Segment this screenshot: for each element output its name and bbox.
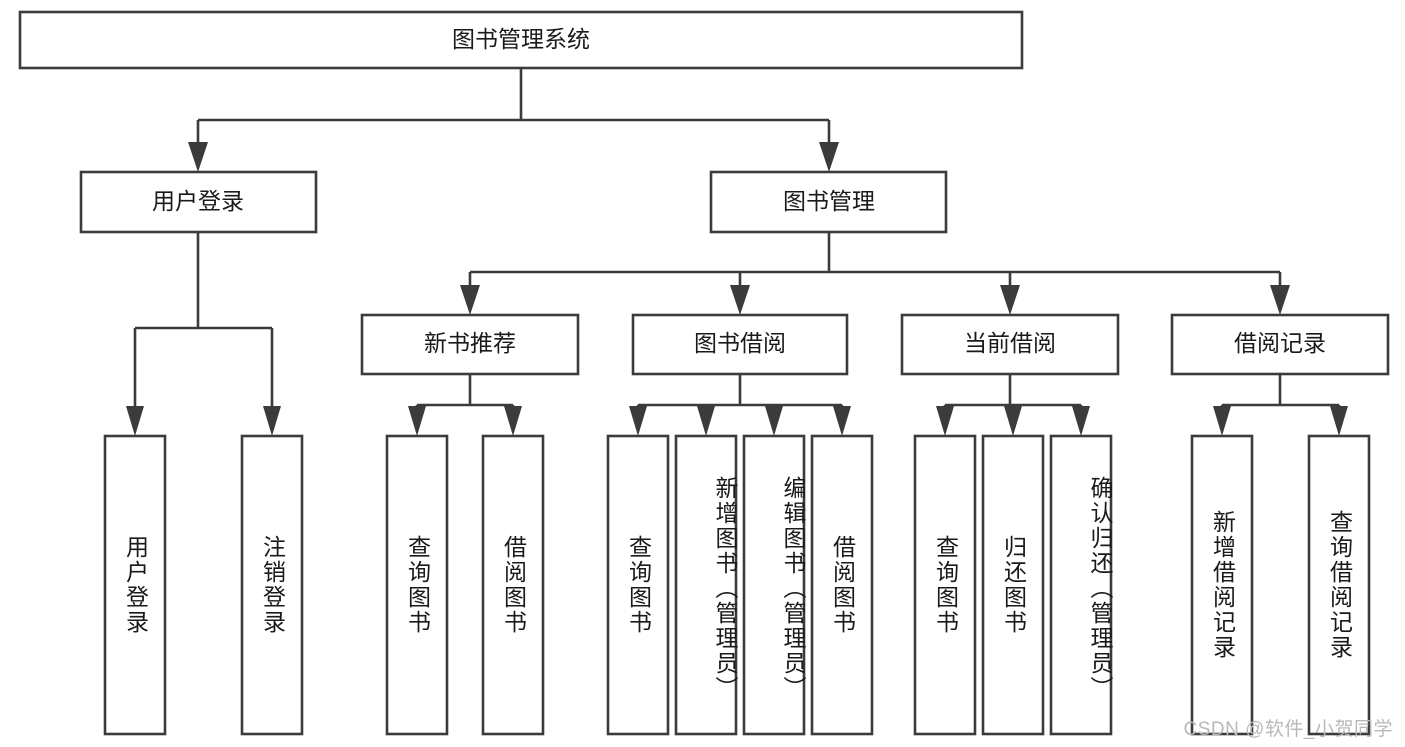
connector-group-book-borrow: [629, 374, 851, 436]
node-user-login[interactable]: 用户登录: [79, 170, 318, 234]
connector-group-user-login: [126, 232, 281, 436]
node-new-book-recommend[interactable]: 新书推荐: [360, 313, 580, 376]
arrow-head-leaf-user-login: [126, 406, 144, 436]
node-book-manage-label: 图书管理: [783, 188, 875, 214]
node-book-borrow-label: 图书借阅: [694, 330, 786, 356]
arrow-head-leaf-return-book: [1004, 406, 1022, 436]
node-leaf-query-book-3-box[interactable]: [913, 434, 977, 736]
node-leaf-query-book-1-box[interactable]: [385, 434, 449, 736]
node-leaf-borrow-book-1-box[interactable]: [481, 434, 545, 736]
node-leaf-edit-book-box[interactable]: [742, 434, 806, 736]
node-user-login-box[interactable]: [79, 170, 318, 234]
node-root-box[interactable]: [18, 10, 1024, 70]
arrow-head-book-borrow: [730, 285, 750, 315]
node-leaf-borrow-book-2-box[interactable]: [810, 434, 874, 736]
node-current-borrow-box[interactable]: [900, 313, 1120, 376]
arrow-head-leaf-user-logout: [263, 406, 281, 436]
csdn-watermark: CSDN @软件_小贺同学: [1183, 719, 1393, 740]
node-borrow-record-box[interactable]: [1170, 313, 1390, 376]
arrow-head-leaf-confirm-return: [1072, 406, 1090, 436]
arrow-head-new-book-recommend: [460, 285, 480, 315]
arrow-head-leaf-add-record: [1213, 406, 1231, 436]
arrow-head-leaf-add-book: [697, 406, 715, 436]
node-book-manage-box[interactable]: [709, 170, 948, 234]
node-book-borrow-box[interactable]: [631, 313, 849, 376]
node-leaf-query-record-box[interactable]: [1307, 434, 1371, 736]
node-leaf-user-login-box[interactable]: [103, 434, 167, 736]
node-current-borrow-label: 当前借阅: [964, 330, 1056, 356]
node-new-book-recommend-box[interactable]: [360, 313, 580, 376]
node-book-manage[interactable]: 图书管理: [709, 170, 948, 234]
node-root[interactable]: 图书管理系统: [18, 10, 1024, 70]
arrow-head-leaf-query-record: [1330, 406, 1348, 436]
connector-group-new-book-recommend: [408, 374, 522, 436]
node-borrow-record[interactable]: 借阅记录: [1170, 313, 1390, 376]
connector-group-borrow-record: [1213, 374, 1348, 436]
node-leaf-add-record-box[interactable]: [1190, 434, 1254, 736]
arrow-head-leaf-query-book-1: [408, 406, 426, 436]
arrow-head-leaf-borrow-book-1: [504, 406, 522, 436]
arrow-head-leaf-query-book-2: [629, 406, 647, 436]
node-root-label: 图书管理系统: [452, 26, 590, 52]
arrow-head-leaf-borrow-book-2: [833, 406, 851, 436]
node-book-borrow[interactable]: 图书借阅: [631, 313, 849, 376]
connector-group-book-manage: [460, 232, 1290, 315]
node-leaf-return-book-box[interactable]: [981, 434, 1045, 736]
node-current-borrow[interactable]: 当前借阅: [900, 313, 1120, 376]
connector-group-root: [188, 68, 839, 172]
leaf-boxes: [103, 434, 1371, 736]
arrow-head-current-borrow: [1000, 285, 1020, 315]
arrow-head-leaf-query-book-3: [936, 406, 954, 436]
node-leaf-add-book-box[interactable]: [674, 434, 738, 736]
arrow-head-user-login: [188, 142, 208, 172]
arrow-head-leaf-edit-book: [765, 406, 783, 436]
arrow-head-book-manage: [819, 142, 839, 172]
arrow-head-borrow-record: [1270, 285, 1290, 315]
node-new-book-recommend-label: 新书推荐: [424, 330, 516, 356]
node-leaf-user-logout-box[interactable]: [240, 434, 304, 736]
node-leaf-query-book-2-box[interactable]: [606, 434, 670, 736]
connector-group-current-borrow: [936, 374, 1090, 436]
node-user-login-label: 用户登录: [152, 188, 244, 214]
node-borrow-record-label: 借阅记录: [1234, 330, 1326, 356]
node-leaf-confirm-return-box[interactable]: [1049, 434, 1113, 736]
